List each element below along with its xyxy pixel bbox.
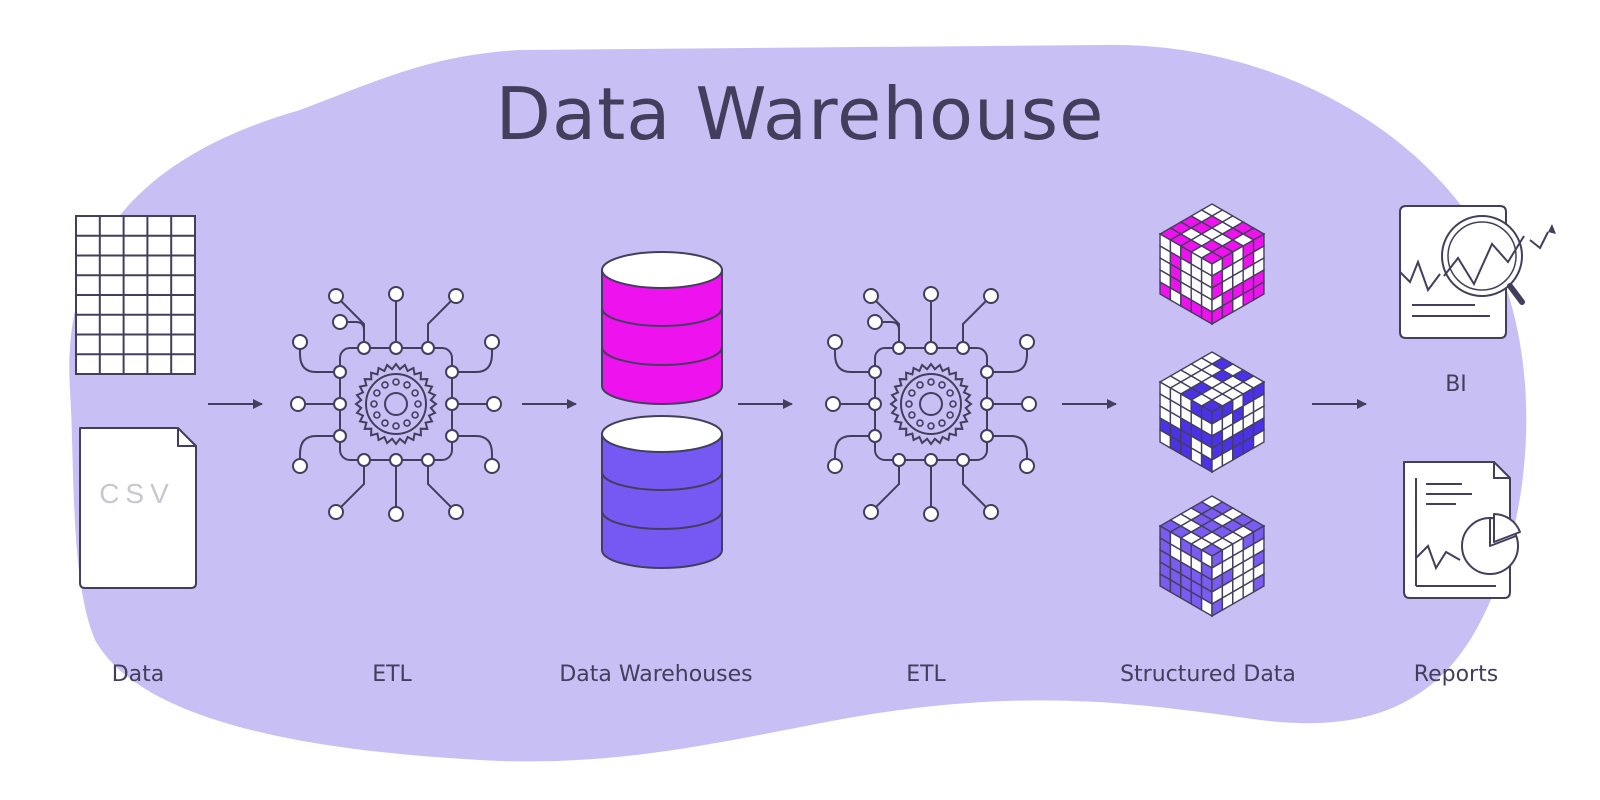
csv-file-icon: [79, 427, 197, 589]
diagram-title: Data Warehouse: [495, 72, 1105, 156]
report-document-icon: [1403, 461, 1521, 599]
stage-label-etl: ETL: [372, 662, 412, 687]
bi-magnifier-chart-icon: [1399, 205, 1556, 339]
data-cube-icon: [1158, 203, 1266, 326]
stage-label-etl: ETL: [906, 662, 946, 687]
circuit-chip-icon: [825, 286, 1037, 522]
database-icon: [601, 415, 723, 569]
stage-label-data-warehouses: Data Warehouses: [559, 662, 753, 687]
csv-file-label: CSV: [99, 478, 175, 509]
database-icon: [601, 251, 723, 405]
circuit-chip-icon: [290, 286, 502, 522]
data-cube-icon: [1158, 351, 1266, 474]
stage-label-data: Data: [111, 662, 165, 687]
stage-label-structured-data: Structured Data: [1120, 662, 1296, 687]
stage-label-reports: Reports: [1413, 662, 1499, 687]
data-cube-icon: [1158, 495, 1266, 618]
grid-table-icon: [75, 215, 196, 375]
stage-label-bi: BI: [1445, 372, 1467, 397]
